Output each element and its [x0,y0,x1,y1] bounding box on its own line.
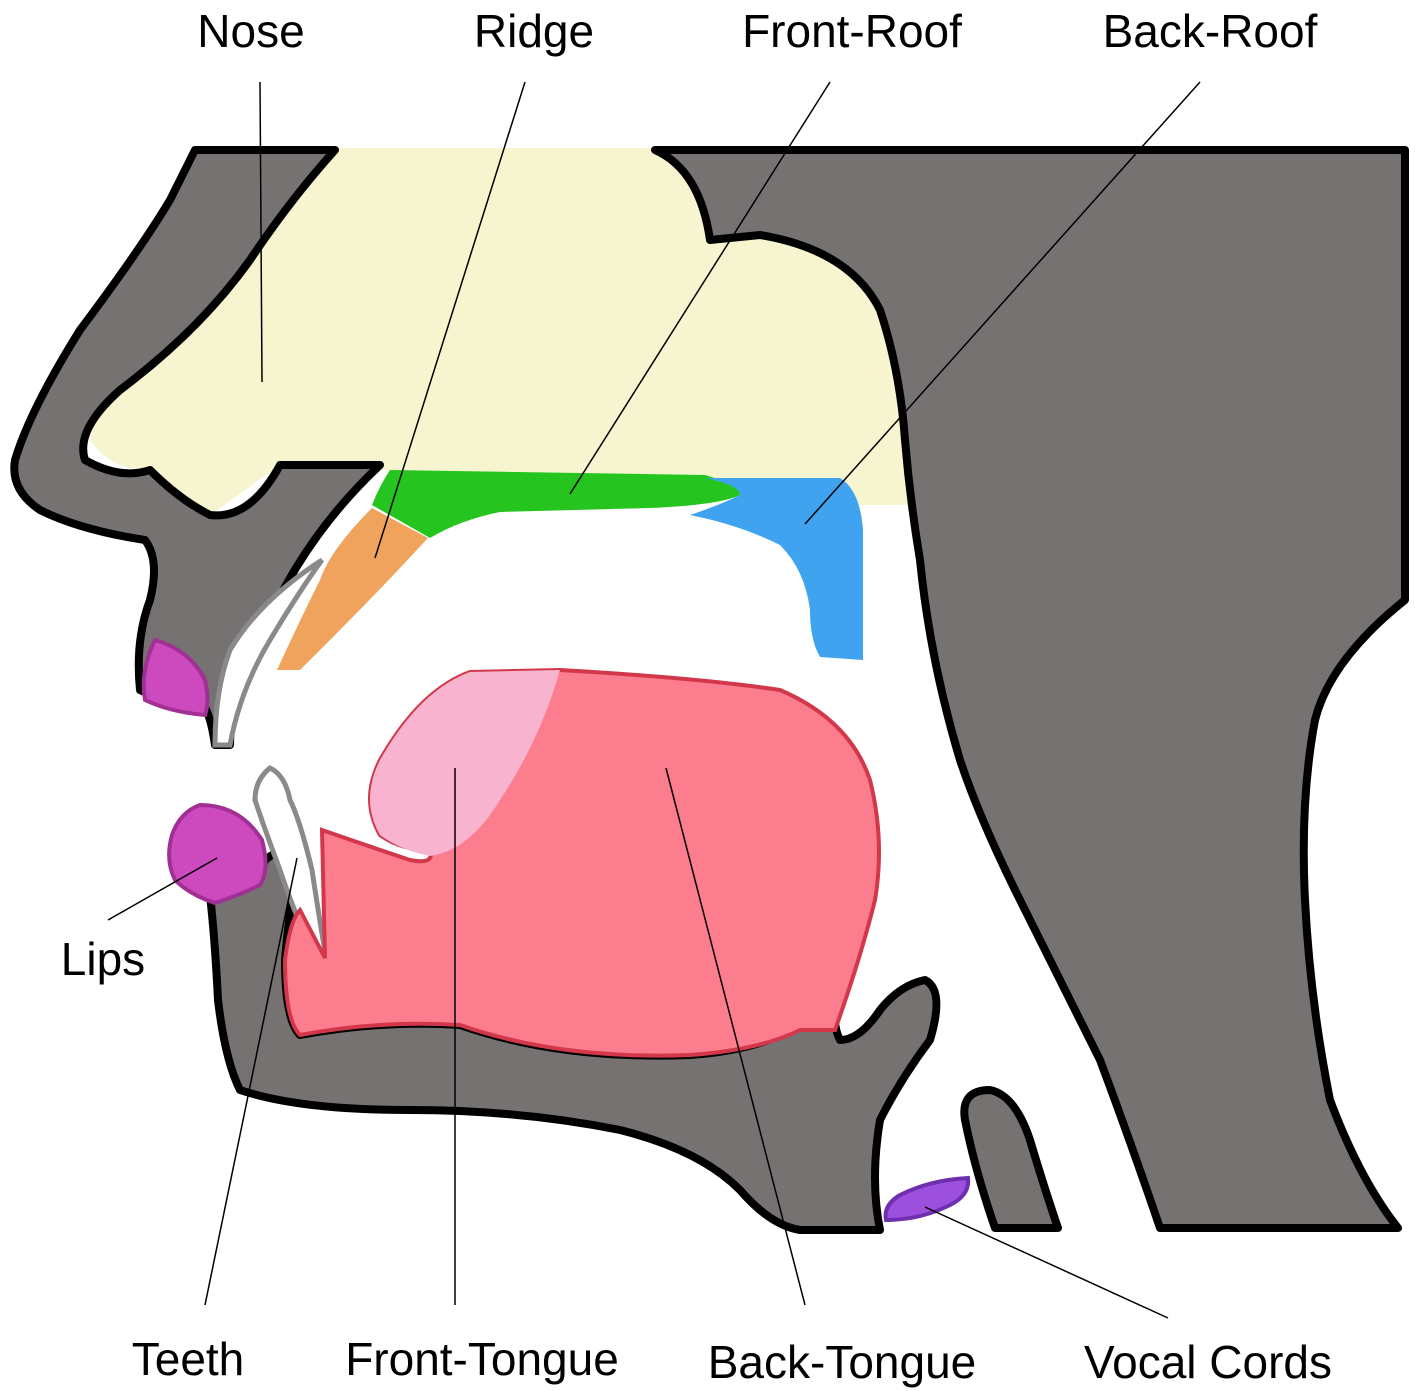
label-ridge: Ridge [474,5,594,57]
label-front-roof: Front-Roof [742,5,962,57]
front-roof-region [372,470,740,538]
back-tongue-region [285,670,879,1056]
lower-lip [169,805,265,903]
label-front-tongue: Front-Tongue [345,1333,619,1385]
label-teeth: Teeth [132,1333,245,1385]
vocal-cords-region [886,1178,969,1220]
back-roof-region [690,478,863,660]
epiglottis [964,1090,1058,1228]
label-nose: Nose [197,5,304,57]
label-lips: Lips [61,933,145,985]
label-back-tongue: Back-Tongue [708,1336,977,1388]
label-back-roof: Back-Roof [1103,5,1318,57]
label-vocal-cords: Vocal Cords [1084,1336,1332,1388]
